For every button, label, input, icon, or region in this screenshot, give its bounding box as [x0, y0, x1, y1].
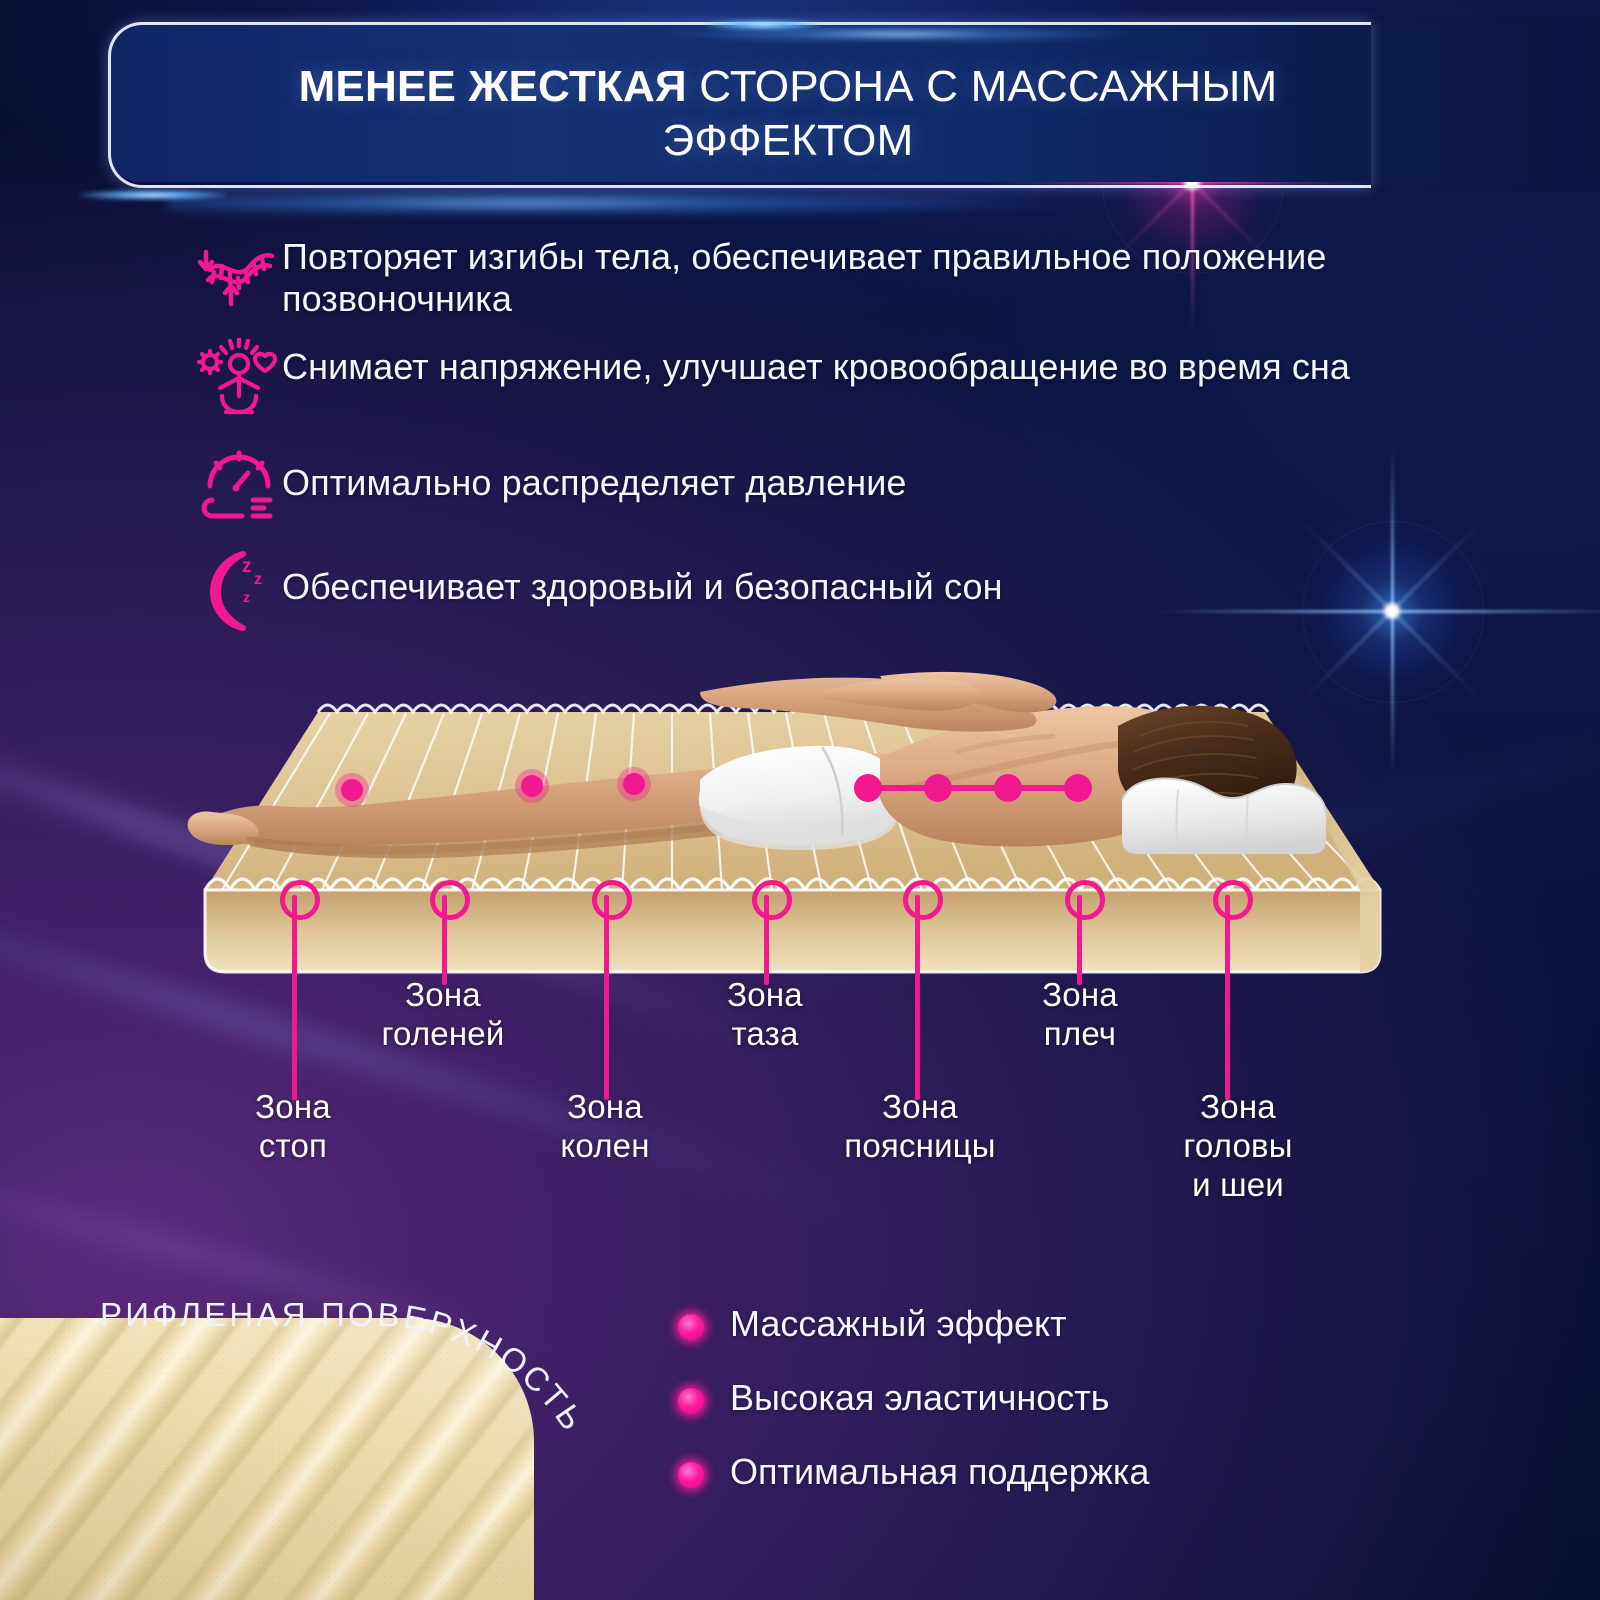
- pressure-gauge-icon: [196, 442, 282, 528]
- relaxed-person-icon: [196, 336, 282, 424]
- feature-text: Обеспечивает здоровый и безопасный сон: [282, 565, 1003, 607]
- zone-label-shoulders: Зона плеч: [1042, 976, 1118, 1052]
- title-top-glow: [668, 26, 1128, 42]
- benefit-item: Массажный эффект: [668, 1300, 1488, 1350]
- feature-text: Снимает напряжение, улучшает кровообраще…: [282, 345, 1351, 387]
- zone-label-shins: Зона голеней: [381, 976, 505, 1052]
- bullet-dot-icon: [668, 1300, 730, 1350]
- feature-item: z z z Обеспечивает здоровый и безопасный…: [196, 546, 1436, 632]
- benefit-text: Массажный эффект: [730, 1303, 1067, 1344]
- page-title-bold: МЕНЕЕ ЖЕСТКАЯ: [298, 62, 687, 111]
- feature-text: Повторяет изгибы тела, обеспечивает прав…: [282, 236, 1327, 319]
- pressure-point-dots: [335, 767, 651, 807]
- zone-label-lower-back: Зона поясницы: [844, 1088, 996, 1164]
- title-bottom-glow: [168, 192, 1068, 214]
- feature-list: Повторяет изгибы тела, обеспечивает прав…: [196, 228, 1436, 650]
- zone-label-pelvis: Зона таза: [727, 976, 803, 1052]
- benefit-item: Оптимальная поддержка: [668, 1448, 1488, 1498]
- title-right-fade: [1248, 16, 1600, 192]
- benefits-list: Массажный эффект Высокая эластичность Оп…: [668, 1300, 1488, 1522]
- spine-highlight-line: [854, 774, 1092, 802]
- svg-text:z: z: [243, 589, 250, 605]
- feature-item: Повторяет изгибы тела, обеспечивает прав…: [196, 228, 1436, 320]
- foam-surface-swatch: [0, 1318, 534, 1600]
- zone-label-feet: Зона стоп: [255, 1088, 331, 1164]
- title-spark: [703, 20, 823, 30]
- zone-label-knees: Зона колен: [560, 1088, 650, 1164]
- benefit-text: Оптимальная поддержка: [730, 1451, 1150, 1492]
- bullet-dot-icon: [668, 1448, 730, 1498]
- page-title: МЕНЕЕ ЖЕСТКАЯ СТОРОНА С МАССАЖНЫМ ЭФФЕКТ…: [258, 60, 1318, 167]
- spine-arrows-icon: [196, 228, 282, 314]
- title-spark: [78, 190, 228, 200]
- feature-item: Снимает напряжение, улучшает кровообраще…: [196, 336, 1436, 424]
- svg-text:z: z: [254, 571, 262, 588]
- foam-texture: [0, 1318, 534, 1600]
- feature-text: Оптимально распределяет давление: [282, 461, 907, 503]
- page-title-rest: СТОРОНА С МАССАЖНЫМ ЭФФЕКТОМ: [662, 62, 1278, 165]
- foam-shading: [0, 1318, 534, 1600]
- title-banner: МЕНЕЕ ЖЕСТКАЯ СТОРОНА С МАССАЖНЫМ ЭФФЕКТ…: [78, 16, 1600, 214]
- feature-item: Оптимально распределяет давление: [196, 442, 1436, 528]
- benefit-text: Высокая эластичность: [730, 1377, 1110, 1418]
- benefit-item: Высокая эластичность: [668, 1374, 1488, 1424]
- svg-text:z: z: [242, 556, 252, 577]
- moon-sleep-icon: z z z: [196, 546, 282, 632]
- zone-label-head-neck: Зона головы и шеи: [1183, 1088, 1293, 1203]
- bullet-dot-icon: [668, 1374, 730, 1424]
